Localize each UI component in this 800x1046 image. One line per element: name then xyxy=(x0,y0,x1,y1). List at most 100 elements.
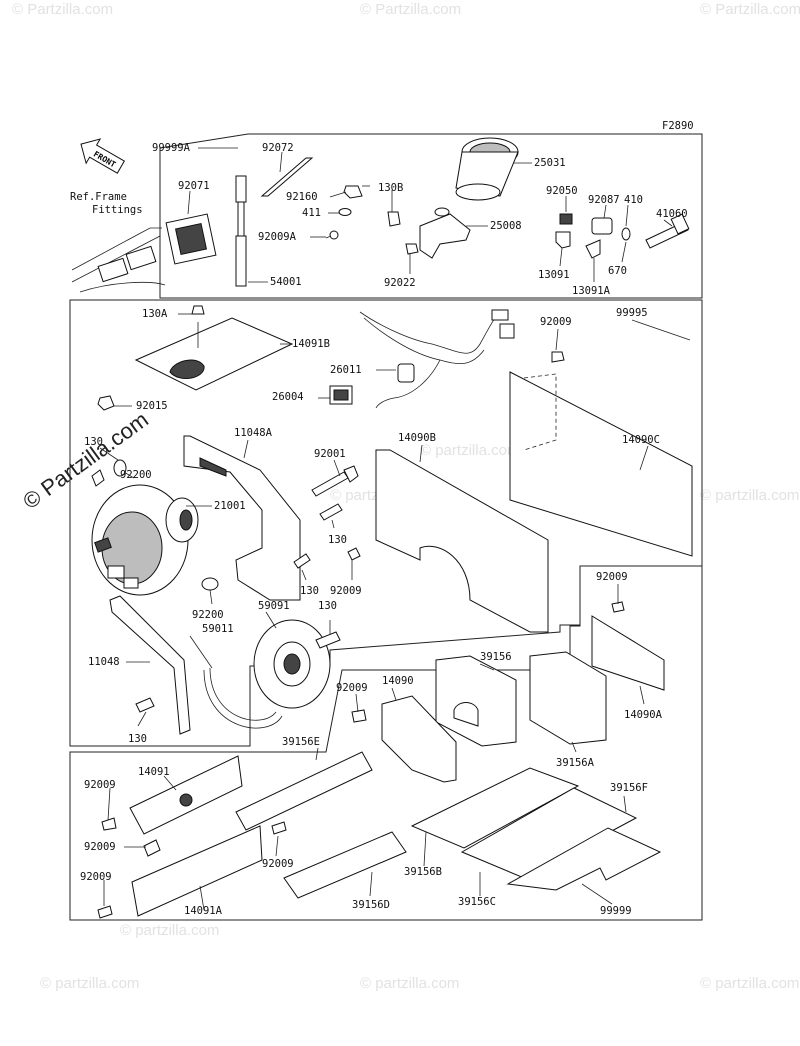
bracket-11048A xyxy=(183,435,301,601)
label-411: 411 xyxy=(302,207,321,219)
label-92015: 92015 xyxy=(136,400,168,412)
label-92009A: 92009A xyxy=(258,231,297,243)
ring-410 xyxy=(621,227,631,241)
watermark-top-right: © Partzilla.com xyxy=(700,1,800,18)
label-41060: 41060 xyxy=(656,208,688,220)
label-14090A: 14090A xyxy=(624,709,663,721)
label-92050: 92050 xyxy=(546,185,578,197)
label-130-bottom: 130 xyxy=(128,733,147,745)
watermark-bottom-right: © partzilla.com xyxy=(700,975,799,992)
alternator-21001 xyxy=(91,484,199,596)
grommet-92071 xyxy=(165,213,217,265)
label-92001: 92001 xyxy=(314,448,346,460)
watermark-center: © partzilla.com xyxy=(420,442,519,459)
label-39156D: 39156D xyxy=(352,899,390,911)
label-410: 410 xyxy=(624,194,643,206)
bolt-130-left xyxy=(91,469,105,487)
cover-kit-box xyxy=(69,565,703,921)
clamp-13091 xyxy=(555,231,571,249)
watermark-bottom-left: © partzilla.com xyxy=(40,975,139,992)
nut-92160 xyxy=(343,185,363,199)
label-130-left: 130 xyxy=(84,436,103,448)
label-39156E: 39156E xyxy=(282,736,320,748)
cover-14090C xyxy=(509,371,693,557)
pad-39156B xyxy=(410,767,580,849)
leader-lines xyxy=(99,147,691,911)
label-39156B: 39156B xyxy=(404,866,442,878)
nut-92050 xyxy=(559,213,573,225)
label-26004: 26004 xyxy=(272,391,304,403)
meter-25031 xyxy=(455,137,519,201)
label-25008: 25008 xyxy=(490,220,522,232)
label-92009-14091A-bottom: 92009 xyxy=(80,871,112,883)
plate-14090A xyxy=(591,615,665,691)
label-99999A: 99999A xyxy=(152,142,191,154)
gear-41060 xyxy=(645,213,690,249)
label-39156F: 39156F xyxy=(610,782,648,794)
label-14090C: 14090C xyxy=(622,434,660,446)
bolt-130B xyxy=(387,211,401,227)
bolt-130-mid1 xyxy=(319,503,343,521)
bracket-11048 xyxy=(109,595,191,735)
watermark-top-center: © Partzilla.com xyxy=(360,1,461,18)
bolt-92009-14091 xyxy=(101,817,117,831)
bracket-25008 xyxy=(419,207,471,259)
label-39156A: 39156A xyxy=(556,757,595,769)
fuse-holder-26004 xyxy=(329,385,353,405)
watermark-bottom-center: © partzilla.com xyxy=(360,975,459,992)
belt-59011 xyxy=(203,667,283,729)
label-14090: 14090 xyxy=(382,675,414,687)
pad-39156E xyxy=(235,751,373,831)
label-670: 670 xyxy=(608,265,627,277)
label-130A: 130A xyxy=(142,308,168,320)
label-92200-top: 92200 xyxy=(120,469,152,481)
label-13091: 13091 xyxy=(538,269,570,281)
label-92022: 92022 xyxy=(384,277,416,289)
bolt-92009-14091A-bottom xyxy=(97,905,113,919)
bolt-130-bottom xyxy=(135,697,155,713)
label-92160: 92160 xyxy=(286,191,318,203)
washer-92200-bottom xyxy=(201,577,219,591)
label-14090B: 14090B xyxy=(398,432,436,444)
pad-39156C xyxy=(460,787,638,879)
watermark-lower: © partzilla.com xyxy=(120,922,219,939)
label-130-pulley: 130 xyxy=(318,600,337,612)
label-14091A: 14091A xyxy=(184,905,223,917)
plate-14091 xyxy=(129,755,243,835)
band-92072 xyxy=(260,157,314,197)
label-92009-14091A-mid: 92009 xyxy=(84,841,116,853)
label-92087: 92087 xyxy=(588,194,620,206)
label-92200-bottom: 92200 xyxy=(192,609,224,621)
washer-411 xyxy=(338,208,352,216)
label-92072: 92072 xyxy=(262,142,294,154)
label-92009-14090A: 92009 xyxy=(596,571,628,583)
label-11048A: 11048A xyxy=(234,427,273,439)
bolt-92009-cover xyxy=(347,547,361,561)
bolt-92009-14091A-right xyxy=(271,821,287,835)
label-26011: 26011 xyxy=(330,364,362,376)
pad-39156A xyxy=(529,651,607,745)
harness-26011 xyxy=(359,309,515,409)
label-130B: 130B xyxy=(378,182,403,194)
label-92009-cover: 92009 xyxy=(330,585,362,597)
ref-frame-label: Ref.Frame xyxy=(70,191,127,203)
bolt-92009-14090 xyxy=(351,709,367,723)
label-92009-top: 92009 xyxy=(540,316,572,328)
bolt-92009-14091A-mid xyxy=(143,839,161,857)
front-arrow-icon: FRONT xyxy=(80,138,126,174)
label-14091B: 14091B xyxy=(292,338,330,350)
label-39156: 39156 xyxy=(480,651,512,663)
nut-92022 xyxy=(405,243,419,255)
label-92009-14091: 92009 xyxy=(84,779,116,791)
pulley-59091 xyxy=(253,619,331,709)
label-54001: 54001 xyxy=(270,276,302,288)
label-99995: 99995 xyxy=(616,307,648,319)
bolt-92009A xyxy=(325,230,339,240)
label-39156C: 39156C xyxy=(458,896,496,908)
figure-code: F2890 xyxy=(662,120,694,132)
cover-14090B xyxy=(375,449,549,633)
label-59011: 59011 xyxy=(202,623,234,635)
bolt-92009-top xyxy=(551,351,565,363)
label-14091: 14091 xyxy=(138,766,170,778)
